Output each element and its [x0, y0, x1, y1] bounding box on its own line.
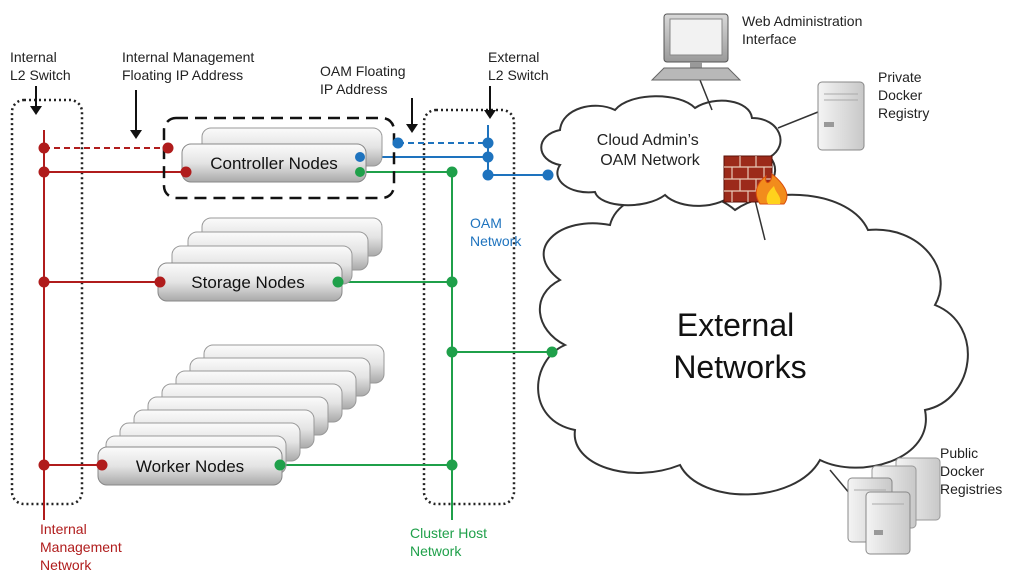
oam-floating-ip-label: OAM Floating IP Address: [320, 63, 409, 97]
pointer-arrows: [35, 86, 491, 132]
worker-node-stack: [97, 344, 385, 486]
oam-network-label: OAM Network: [470, 215, 522, 249]
cluster-host-network-label: Cluster Host Network: [410, 525, 491, 559]
public-docker-registries-label: Public Docker Registries: [940, 445, 1002, 497]
internal-mgmt-floating-ip-label: Internal Management Floating IP Address: [122, 49, 258, 83]
cloud-admin-oam-network-label: Cloud Admin’s OAM Network: [597, 132, 703, 169]
server-icon: [817, 81, 865, 151]
controller-nodes-label: Controller Nodes: [210, 154, 338, 173]
oam-dots: [355, 137, 554, 181]
external-l2-switch-label: External L2 Switch: [488, 49, 549, 83]
controller-floating-ip-boundary: [162, 116, 396, 200]
storage-nodes-label: Storage Nodes: [191, 273, 304, 292]
controller-node-stack: [181, 127, 383, 183]
internal-mgmt-dots: [38, 142, 192, 471]
servers-icon: [847, 457, 941, 555]
web-admin-interface-label: Web Administration Interface: [742, 13, 866, 47]
external-networks-label: External Networks: [673, 307, 806, 385]
internal-mgmt-lines: [43, 130, 186, 520]
internal-l2-switch-boundary: [10, 98, 84, 506]
arrow-heads: [30, 106, 496, 139]
private-docker-registry-label: Private Docker Registry: [878, 69, 929, 121]
internal-l2-switch-label: Internal L2 Switch: [10, 49, 71, 83]
cloud-admin-oam-cloud: [540, 95, 782, 207]
firewall-icon: [723, 155, 788, 205]
monitor-icon: [650, 13, 742, 81]
internal-management-network-label: Internal Management Network: [40, 521, 126, 573]
worker-nodes-label: Worker Nodes: [136, 457, 244, 476]
external-l2-switch-boundary: [422, 108, 516, 506]
cluster-host-dots: [274, 166, 558, 471]
storage-node-stack: [157, 217, 383, 302]
